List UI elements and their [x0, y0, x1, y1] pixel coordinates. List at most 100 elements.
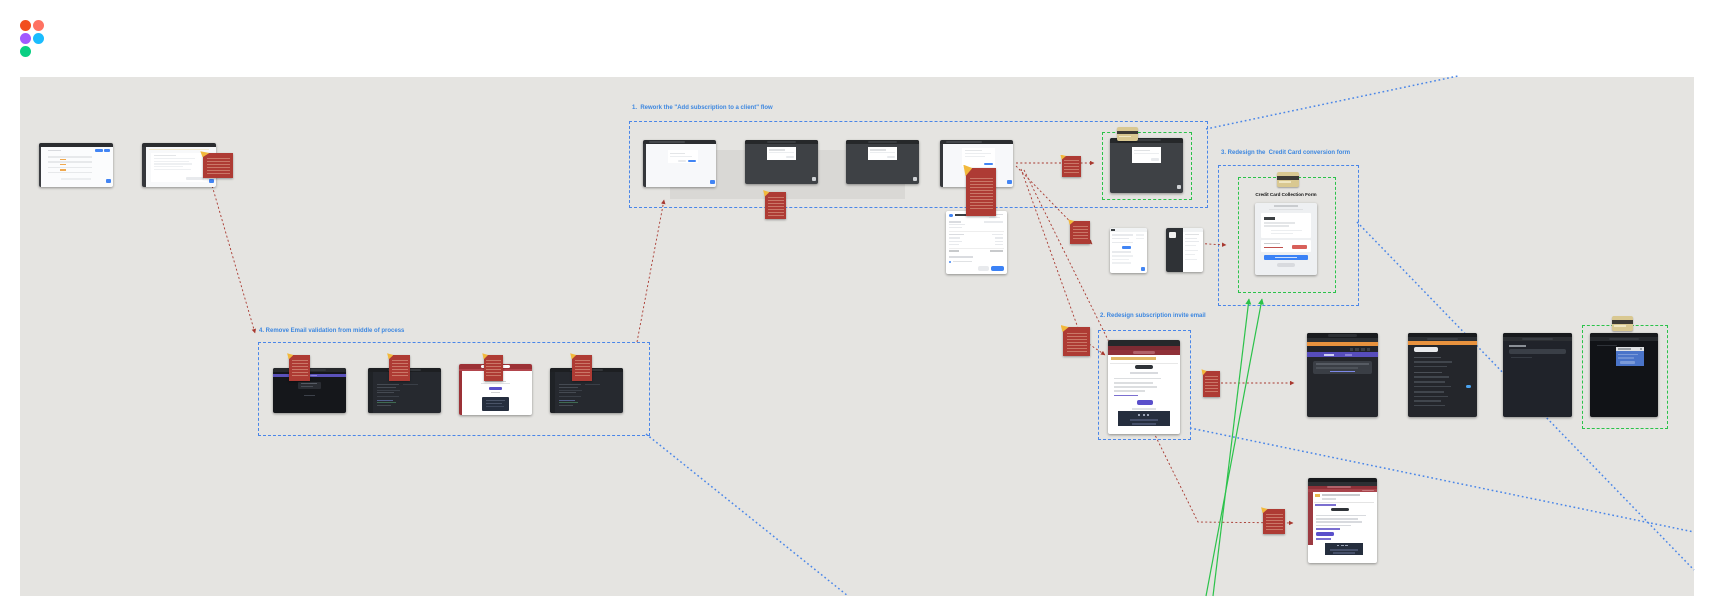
validation-step-1-screenshot-detail — [303, 395, 316, 396]
flow-step-2-screenshot-detail — [769, 149, 786, 151]
validation-step-4-screenshot-detail — [585, 384, 600, 386]
email-mobile-1-screenshot-detail — [1355, 348, 1359, 351]
flow-step-3-screenshot[interactable] — [846, 140, 919, 184]
section-2-label[interactable]: 2. Redesign subscription invite email — [1100, 313, 1206, 319]
invite-email-screenshot-detail — [1129, 371, 1159, 374]
note-redesign-email[interactable] — [1263, 509, 1285, 534]
flow-step-2-screenshot[interactable] — [745, 140, 818, 184]
validation-step-2-screenshot-detail — [376, 395, 399, 397]
note-billing[interactable] — [1070, 221, 1090, 244]
email-dialog-screenshot[interactable] — [1590, 333, 1658, 417]
validation-step-1-screenshot-detail — [300, 385, 314, 387]
invite-email-screenshot-detail — [1138, 413, 1141, 416]
credit-card-form-title[interactable]: Credit Card Collection Form — [1255, 192, 1317, 197]
note-validation-2[interactable] — [389, 355, 410, 381]
connector-step4-to-redesign-note[interactable] — [1023, 169, 1294, 526]
section-4-label[interactable]: 4. Remove Email validation from middle o… — [259, 328, 405, 334]
billing-panel-screenshot-detail — [1111, 228, 1115, 231]
note-validation-1[interactable] — [289, 355, 310, 381]
email-dark-screenshot[interactable] — [1503, 333, 1572, 417]
invite-email-redesign-screenshot[interactable] — [1308, 478, 1377, 563]
invoice-screenshot-detail — [949, 247, 1004, 249]
flow-step-4-screenshot-detail — [983, 162, 994, 165]
email-dialog-screenshot-detail — [1617, 356, 1635, 359]
credit-card-image-2[interactable] — [1277, 172, 1299, 187]
email-dialog-screenshot-detail — [1640, 348, 1643, 351]
email-mobile-1-screenshot-detail — [1329, 370, 1356, 373]
section-2-frame[interactable] — [1098, 330, 1191, 440]
flow-step-4-screenshot[interactable] — [940, 140, 1013, 187]
invite-email-redesign-screenshot-detail — [1345, 544, 1348, 547]
flow-step-4-screenshot-detail — [964, 155, 986, 157]
invite-email-redesign-screenshot-detail — [1316, 517, 1358, 520]
connector-section4-to-flow1[interactable] — [636, 199, 666, 343]
billing-split-screenshot[interactable] — [1166, 228, 1203, 272]
email-mobile-1-screenshot[interactable] — [1307, 333, 1378, 417]
note-flow-step-4[interactable] — [966, 168, 996, 216]
connector-blue-section4-down[interactable] — [645, 433, 849, 597]
email-mobile-1-screenshot-detail — [1315, 367, 1359, 369]
billing-panel-screenshot-detail — [1135, 237, 1145, 240]
invoice-screenshot-detail — [949, 260, 952, 264]
note-flow-step-2[interactable] — [765, 192, 786, 219]
section-3-label[interactable]: 3. Redesign the Credit Card conversion f… — [1221, 150, 1351, 156]
billing-panel-screenshot-detail — [1110, 228, 1147, 232]
flow-step-3-screenshot-detail — [870, 151, 895, 154]
note-validation-4[interactable] — [572, 355, 592, 381]
connector-step4-to-invite-note[interactable] — [1020, 168, 1079, 329]
email-settings-screenshot-detail — [1413, 404, 1446, 407]
email-mobile-1-screenshot-detail — [1315, 363, 1370, 365]
billing-panel-screenshot[interactable] — [1110, 228, 1147, 273]
note-to-result[interactable] — [1062, 156, 1081, 177]
invite-email-screenshot[interactable] — [1108, 340, 1180, 434]
clients-table-screenshot-detail — [39, 143, 113, 148]
email-settings-screenshot-detail — [1413, 365, 1447, 368]
connector-green-1[interactable] — [1205, 298, 1264, 597]
credit-card-form-screenshot-detail — [1264, 216, 1276, 220]
invite-email-screenshot-detail — [1129, 418, 1159, 421]
billing-split-screenshot-detail — [1184, 244, 1196, 246]
invite-email-redesign-screenshot-detail — [1313, 501, 1375, 503]
email-settings-screenshot[interactable] — [1408, 333, 1477, 417]
invoice-screenshot[interactable] — [946, 211, 1007, 274]
note-email-output[interactable] — [1203, 371, 1220, 397]
billing-split-screenshot-detail — [1166, 228, 1183, 272]
note-validation-3[interactable] — [484, 355, 503, 381]
billing-split-screenshot-detail — [1184, 250, 1198, 252]
section-1-label[interactable]: 1. Rework the "Add subscription to a cli… — [632, 105, 773, 111]
invite-email-redesign-screenshot-detail — [1331, 508, 1350, 512]
email-settings-screenshot-detail — [1413, 395, 1449, 398]
flow-1-frame[interactable] — [629, 121, 1208, 208]
credit-card-image-3[interactable] — [1612, 316, 1633, 331]
credit-card-form-screenshot-detail — [1270, 232, 1293, 234]
client-detail-screenshot-detail — [153, 165, 184, 168]
email-mobile-1-screenshot-detail — [1349, 348, 1354, 351]
validation-step-4-screenshot-detail — [558, 395, 581, 397]
note-client-detail[interactable] — [203, 153, 233, 178]
connector-blue-top-right[interactable] — [1205, 75, 1459, 130]
flow-step-1-screenshot[interactable] — [643, 140, 716, 187]
invite-email-redesign-screenshot-detail — [1330, 548, 1358, 551]
connector-note-to-section4[interactable] — [210, 181, 257, 334]
credit-card-form-screenshot-detail — [1264, 242, 1281, 245]
figma-logo — [20, 20, 52, 58]
connector-invite-note-to-email[interactable] — [1088, 343, 1106, 356]
email-settings-screenshot-detail — [1427, 338, 1458, 341]
client-detail-screenshot-detail — [186, 177, 205, 180]
invoice-screenshot-detail — [949, 256, 974, 258]
connector-green-2[interactable] — [1212, 298, 1252, 597]
section-3-frame[interactable] — [1218, 165, 1359, 306]
clients-table-screenshot[interactable] — [39, 143, 113, 187]
note-invite[interactable] — [1063, 327, 1090, 356]
credit-card-image-1[interactable] — [1117, 127, 1138, 141]
flow-1-result-frame[interactable] — [1102, 132, 1192, 200]
email-mobile-1-screenshot-detail — [1360, 348, 1365, 351]
invoice-screenshot-detail — [949, 237, 961, 239]
flow-step-3-screenshot-detail — [913, 177, 917, 181]
invite-email-screenshot-detail — [1133, 351, 1155, 354]
flow-step-2-screenshot-detail — [812, 177, 816, 181]
credit-card-form-screenshot[interactable] — [1255, 203, 1317, 275]
invoice-screenshot-detail — [990, 266, 1004, 272]
section-4-frame[interactable] — [258, 342, 650, 436]
flow-result-screenshot[interactable] — [1110, 138, 1183, 193]
